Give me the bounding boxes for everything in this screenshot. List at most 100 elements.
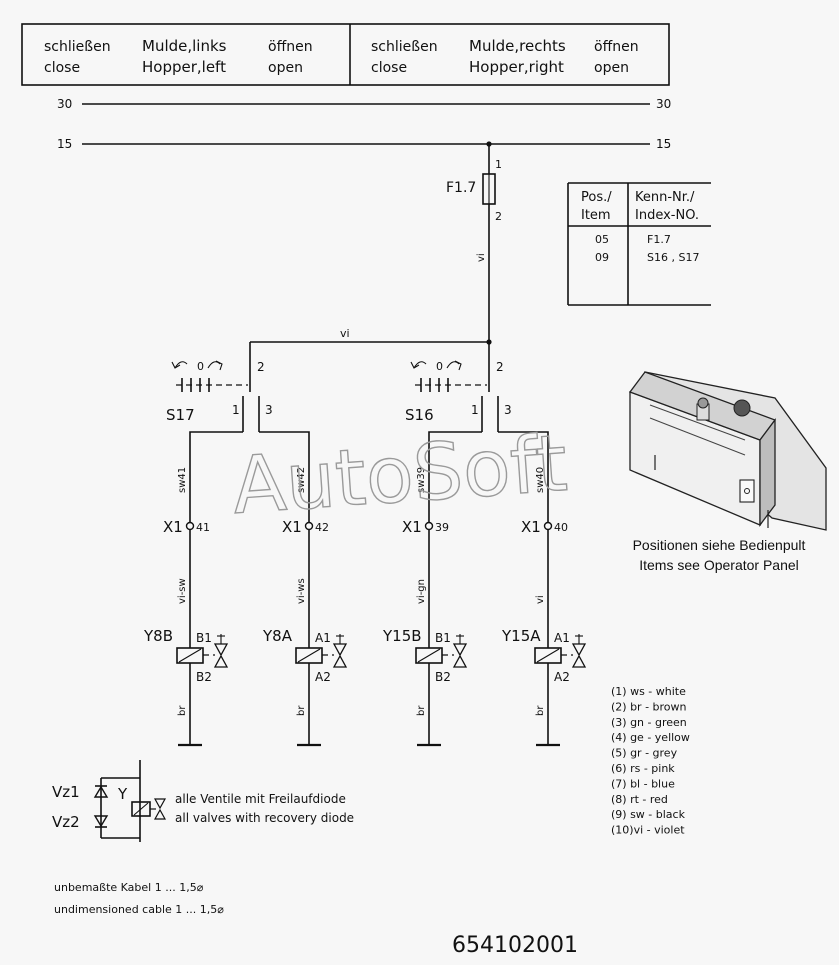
legend-entry: (10)vi - violet — [611, 824, 685, 837]
connector-pin: 39 — [435, 521, 449, 534]
diode-y-label: Y — [117, 785, 128, 803]
connector-terminal-icon — [304, 521, 314, 531]
upper-wire-label: sw39 — [416, 467, 427, 493]
item-table-row-pos: 05 — [595, 233, 609, 246]
valve-icon — [452, 643, 468, 657]
header-left-open-de: öffnen — [268, 39, 313, 55]
legend-entry: (3) gn - green — [611, 716, 687, 729]
route-s16-3 — [498, 431, 549, 526]
s17-arrow-left-icon — [174, 361, 188, 369]
valve-icon — [332, 643, 348, 657]
item-table-head-pos-en: Item — [581, 208, 611, 223]
recovery-diode-note: Vz1 Vz2 Y alle Ventile mit Freilaufdiode… — [52, 760, 354, 842]
legend-entry: (8) rt - red — [611, 793, 668, 806]
legend-entry: (2) br - brown — [611, 700, 687, 713]
cable-note-en: undimensioned cable 1 ... 1,5⌀ — [54, 903, 224, 916]
ground-wire-label: br — [535, 705, 546, 716]
legend-entry: (7) bl - blue — [611, 777, 675, 790]
fuse-f1-7: F1.7 1 2 vi — [446, 144, 502, 342]
connector-pin: 41 — [196, 521, 210, 534]
legend-entry: (6) rs - pink — [611, 762, 675, 775]
ground-wire-label: br — [296, 705, 307, 716]
header-right-close-de: schließen — [371, 39, 438, 55]
s16-arrowhead-right-icon — [454, 360, 462, 371]
rail-15-left-label: 15 — [57, 137, 72, 151]
s17-arrow-right-icon — [207, 361, 221, 369]
rail-30-right-label: 30 — [656, 97, 671, 111]
diode-valve-icon — [153, 798, 167, 810]
item-table-row-pos: 09 — [595, 251, 609, 264]
item-table-row-index: S16 , S17 — [647, 251, 699, 264]
diode-note-en: all valves with recovery diode — [175, 811, 354, 825]
header-frame — [21, 23, 670, 86]
bus-wire-label: vi — [340, 327, 350, 340]
route-s17-3 — [259, 431, 310, 526]
rail-15-right-label: 15 — [656, 137, 671, 151]
s17-label: S17 — [166, 406, 195, 424]
cable-note-de: unbemaßte Kabel 1 ... 1,5⌀ — [54, 881, 204, 894]
valve-terminal-2: B2 — [435, 670, 451, 684]
header-left-open-en: open — [268, 60, 303, 76]
s17-pin-1: 1 — [232, 403, 240, 417]
connector-label: X1 — [163, 518, 183, 536]
route-s16-1 — [428, 431, 482, 526]
valve-label: Y15B — [382, 627, 422, 645]
switch-s17: 0 2 1 3 S17 — [166, 360, 273, 432]
lower-wire-label: vi — [535, 595, 546, 604]
diode-vz2-label: Vz2 — [52, 813, 80, 831]
route-s17-1 — [189, 431, 243, 526]
ground-wire-label: br — [177, 705, 188, 716]
header-left-close-en: close — [44, 60, 80, 76]
diode-vz2-icon — [93, 815, 109, 828]
connector-pin: 40 — [554, 521, 568, 534]
connector-pin: 42 — [315, 521, 329, 534]
lower-wire-label: vi-gn — [416, 579, 427, 604]
header-right-open-en: open — [594, 60, 629, 76]
item-table-head-kenn-en: Index-NO. — [635, 208, 699, 223]
header-right-close-en: close — [371, 60, 407, 76]
connector-terminal-icon — [543, 521, 553, 531]
connector-terminal-icon — [424, 521, 434, 531]
watermark: AutoSoft — [230, 419, 570, 532]
item-table: Pos./ Item Kenn-Nr./ Index-NO. 05 F1.7 0… — [567, 182, 711, 306]
s16-arrowhead-left-icon — [410, 361, 420, 369]
valve-terminal-1: B1 — [435, 631, 451, 645]
fuse-pin-1: 1 — [495, 158, 502, 171]
power-rails: 30 30 15 15 — [57, 97, 671, 151]
valve-label: Y15A — [501, 627, 541, 645]
legend-entry: (1) ws - white — [611, 685, 686, 698]
diode-vz1-icon — [93, 785, 109, 798]
rail-30-left-label: 30 — [57, 97, 72, 111]
s17-arrowhead-right-icon — [215, 360, 223, 371]
connector-terminal-icon — [185, 521, 195, 531]
valve-terminal-2: A2 — [315, 670, 331, 684]
drawing-number: 654102001 — [452, 933, 578, 958]
legend-entry: (4) ge - yellow — [611, 731, 690, 744]
connector-label: X1 — [521, 518, 541, 536]
s17-pos-0: 0 — [197, 360, 204, 373]
s17-pin-2: 2 — [257, 360, 265, 374]
wire-color-legend: (1) ws - white (2) br - brown (3) gn - gre… — [611, 685, 690, 837]
s16-arrow-left-icon — [413, 361, 427, 369]
item-table-row-index: F1.7 — [647, 233, 671, 246]
item-table-head-pos-de: Pos./ — [581, 190, 612, 205]
header-left-title-en: Hopper,left — [142, 58, 226, 76]
fuse-wire-label: vi — [476, 253, 487, 262]
header-right-open-de: öffnen — [594, 39, 639, 55]
legend-entry: (5) gr - grey — [611, 747, 678, 760]
s16-pin-3: 3 — [504, 403, 512, 417]
s16-pos-0: 0 — [436, 360, 443, 373]
switch-s16: 0 2 1 3 S16 — [405, 360, 512, 432]
header-right-title-de: Mulde,rechts — [469, 37, 566, 55]
fuse-pin-2: 2 — [495, 210, 502, 223]
operator-panel-caption-en: Items see Operator Panel — [639, 557, 799, 573]
s17-pin-3: 3 — [265, 403, 273, 417]
header-right-title-en: Hopper,right — [469, 58, 564, 76]
valve-label: Y8B — [143, 627, 173, 645]
